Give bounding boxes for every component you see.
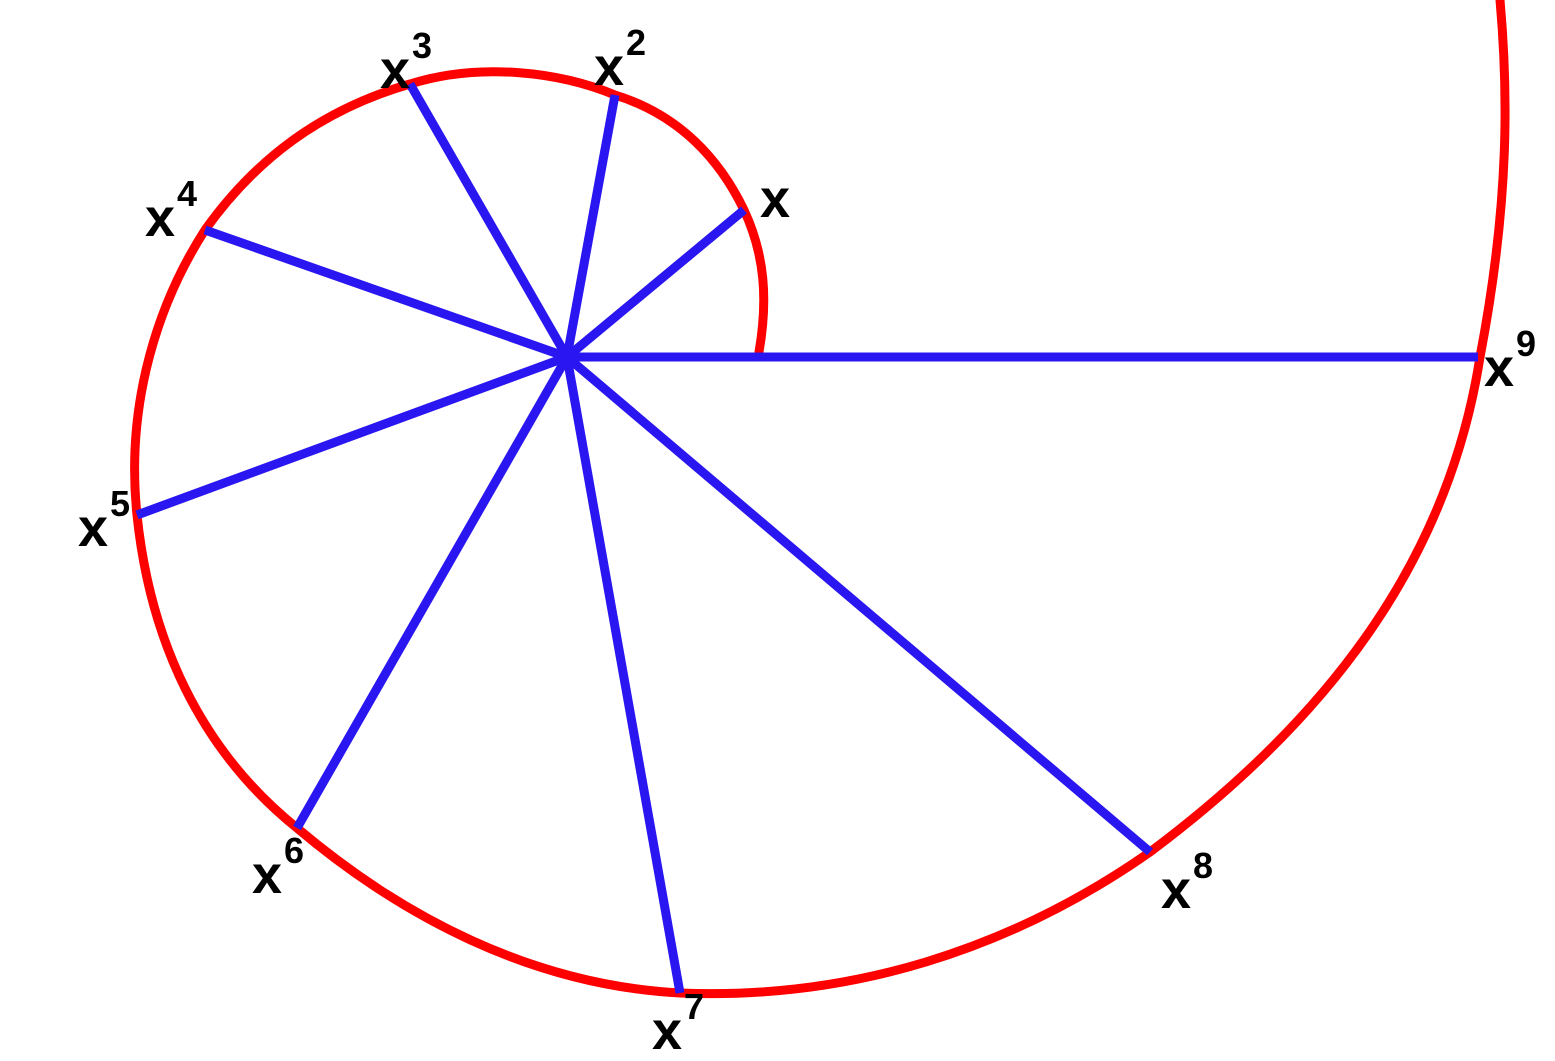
label-x8-exponent: 8 xyxy=(1193,845,1213,886)
label-x9-base: x xyxy=(1484,338,1514,398)
label-x2: x2 xyxy=(594,22,646,97)
label-x3-exponent: 3 xyxy=(412,25,432,66)
spoke-x7 xyxy=(562,356,685,994)
label-x6-base: x xyxy=(252,845,282,905)
spoke-x8 xyxy=(564,353,1153,856)
label-x4-exponent: 4 xyxy=(177,173,197,214)
label-x7-base: x xyxy=(652,1001,682,1061)
label-x5-exponent: 5 xyxy=(110,483,130,524)
label-x3-base: x xyxy=(380,40,410,100)
label-x2-base: x xyxy=(594,37,624,97)
label-x5: x5 xyxy=(78,483,130,558)
label-x3: x3 xyxy=(380,25,432,100)
label-x1-base: x xyxy=(760,169,790,229)
spoke-x1 xyxy=(564,206,747,361)
label-x4-base: x xyxy=(145,188,175,248)
spokes-group xyxy=(135,81,1478,994)
label-x9-exponent: 9 xyxy=(1516,323,1536,364)
label-x5-base: x xyxy=(78,498,108,558)
label-x2-exponent: 2 xyxy=(626,22,646,63)
label-x7-exponent: 7 xyxy=(684,986,704,1027)
label-x8: x8 xyxy=(1161,845,1213,920)
spoke-x2 xyxy=(562,94,620,358)
spoke-x3 xyxy=(406,81,571,360)
label-x8-base: x xyxy=(1161,860,1191,920)
spoke-x6 xyxy=(293,354,571,831)
label-x7: x7 xyxy=(652,986,704,1061)
label-x1: x xyxy=(760,169,790,229)
label-x6-exponent: 6 xyxy=(284,830,304,871)
spiral-curve xyxy=(130,0,1510,999)
label-x4: x4 xyxy=(145,173,197,248)
spoke-x4 xyxy=(203,225,569,362)
label-x9: x9 xyxy=(1484,323,1536,398)
spoke-x5 xyxy=(135,352,569,520)
label-x6: x6 xyxy=(252,830,304,905)
